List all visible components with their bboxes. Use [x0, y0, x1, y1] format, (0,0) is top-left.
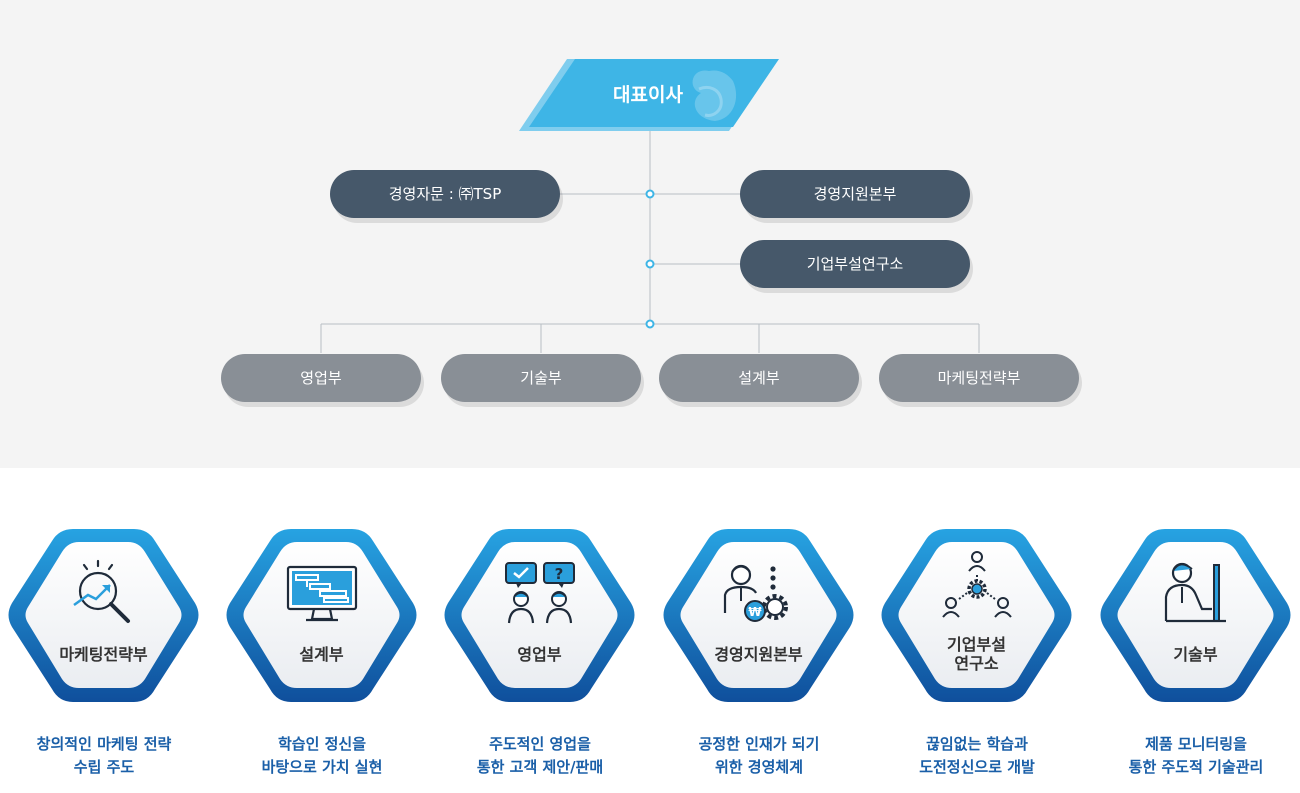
card-description: 주도적인 영업을 통한 고객 제안/판매: [420, 733, 660, 779]
support-hq-box: 경영지원본부: [740, 170, 970, 218]
description-line: 학습인 정신을: [277, 735, 367, 753]
dept-tech-box: 기술부: [441, 354, 641, 402]
description-line: 통한 고객 제안/판매: [476, 758, 604, 776]
card-description: 제품 모니터링을 통한 주도적 기술관리: [1076, 733, 1300, 779]
card-title-line-1: 기업부설: [947, 635, 1006, 654]
card-title: 설계부: [299, 645, 344, 664]
card-research-lab: 기업부설 연구소: [874, 523, 1079, 708]
network-people-icon: [942, 551, 1012, 618]
dept-design-box: 설계부: [659, 354, 859, 402]
card-description: 학습인 정신을 바탕으로 가치 실현: [202, 733, 442, 779]
description-line: 바탕으로 가치 실현: [261, 758, 383, 776]
description-line: 위한 경영체계: [714, 758, 804, 776]
card-title: 마케팅전략부: [59, 645, 148, 664]
advisory-box: 경영자문 : ㈜TSP: [330, 170, 560, 218]
ceo-label: 대표이사: [613, 84, 683, 106]
ceo-box: [519, 59, 779, 131]
svg-text:?: ?: [555, 565, 564, 583]
junction-dot: [645, 259, 655, 269]
engineer-computer-icon: [1164, 562, 1226, 623]
card-title: 기술부: [1173, 645, 1218, 664]
card-title: 경영지원본부: [714, 645, 803, 664]
description-line: 주도적인 영업을: [489, 735, 591, 753]
description-line: 끊임없는 학습과: [926, 735, 1028, 753]
card-tech: 기술부: [1093, 523, 1298, 708]
dept-marketing-box: 마케팅전략부: [879, 354, 1079, 402]
manager-gear-icon: ₩: [723, 564, 788, 622]
description-line: 공정한 인재가 되기: [698, 735, 820, 753]
description-line: 통한 주도적 기술관리: [1128, 758, 1264, 776]
connector-lines: [320, 130, 980, 353]
org-chart-section: 대표이사 경영자문 : ㈜TSP 경영지원본부 기업부설연구소 영업부 기술부 …: [0, 0, 1300, 468]
description-line: 도전정신으로 개발: [919, 758, 1035, 776]
card-sales: ? 영업부: [437, 523, 642, 708]
dept-sales-box: 영업부: [221, 354, 421, 402]
description-line: 수립 주도: [73, 758, 135, 776]
junction-dot: [645, 189, 655, 199]
monitor-blueprint-icon: [286, 565, 358, 622]
card-description: 끊임없는 학습과 도전정신으로 개발: [857, 733, 1097, 779]
card-design: 설계부: [219, 523, 424, 708]
card-description: 창의적인 마케팅 전략 수립 주도: [0, 733, 224, 779]
research-lab-box: 기업부설연구소: [740, 240, 970, 288]
card-description: 공정한 인재가 되기 위한 경영체계: [639, 733, 879, 779]
junction-dot: [645, 319, 655, 329]
card-marketing: 마케팅전략부: [1, 523, 206, 708]
description-line: 제품 모니터링을: [1145, 735, 1247, 753]
card-title: 영업부: [517, 645, 562, 664]
description-line: 창의적인 마케팅 전략: [36, 735, 172, 753]
card-support-hq: ₩ 경영지원본부: [656, 523, 861, 708]
magnifier-chart-icon: [73, 559, 130, 623]
card-title-line-2: 연구소: [954, 654, 999, 673]
people-chat-icon: ?: [505, 562, 575, 624]
svg-text:₩: ₩: [748, 605, 762, 619]
